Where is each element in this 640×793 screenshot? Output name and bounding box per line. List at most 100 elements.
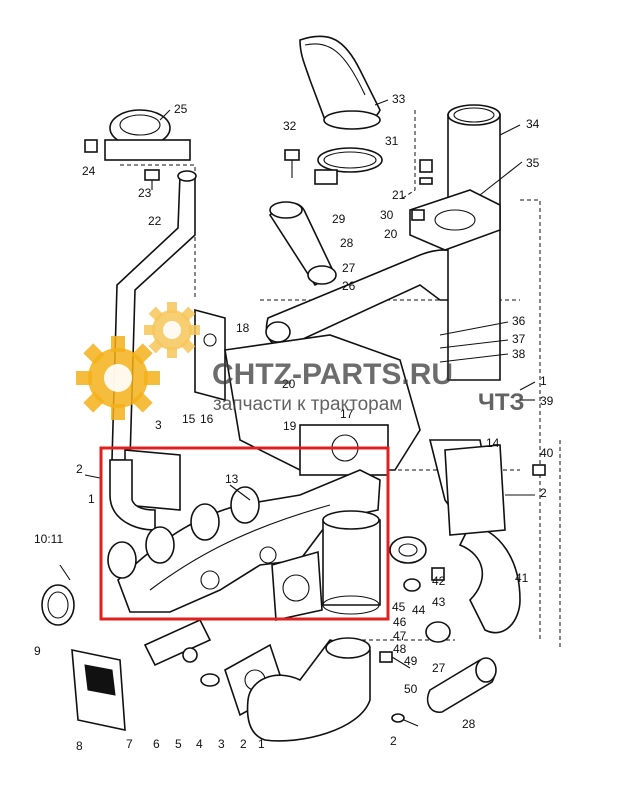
callout-31: 32 xyxy=(283,119,297,133)
gaskets-manifold xyxy=(107,486,260,579)
clamp-26-upper xyxy=(307,265,337,285)
gear-large-icon xyxy=(76,336,160,420)
callout-16: 17 xyxy=(340,407,354,421)
callout-48: 49 xyxy=(404,654,418,668)
callout-24: 25 xyxy=(174,102,188,116)
nuts-20-29 xyxy=(411,159,433,221)
callout-37: 38 xyxy=(512,347,526,361)
turbo-sleeve xyxy=(322,510,381,615)
nut-43 xyxy=(403,578,421,592)
callout-20: 21 xyxy=(392,188,406,202)
watermark-text: CHTZ-PARTS.RU запчасти к тракторам ЧТЗ xyxy=(212,358,525,416)
callout-39: 40 xyxy=(540,446,554,460)
callout-17: 18 xyxy=(236,321,250,335)
callout-49: 50 xyxy=(404,682,418,696)
bolt-49 xyxy=(379,651,411,669)
pipe-25 xyxy=(265,249,479,347)
callout-1-bottom: 1 xyxy=(258,737,265,751)
callout-labels: 33 34 25 32 31 35 24 23 21 30 29 22 20 2… xyxy=(34,92,554,753)
callout-35: 36 xyxy=(512,314,526,328)
callout-23: 24 xyxy=(82,164,96,178)
callout-36: 37 xyxy=(512,332,526,346)
bolt-39 xyxy=(532,464,546,476)
callout-4: 4 xyxy=(196,737,203,751)
watermark-brand: ЧТЗ xyxy=(478,389,525,416)
manifold-16 xyxy=(224,334,421,476)
callout-2-right: 2 xyxy=(540,486,547,500)
callout-1-right: 1 xyxy=(540,374,547,388)
callout-28: 29 xyxy=(332,212,346,226)
ring-44 xyxy=(389,536,427,564)
callout-34: 35 xyxy=(526,156,540,170)
callout-30: 31 xyxy=(385,134,399,148)
callout-18: 19 xyxy=(283,419,297,433)
callout-13: 14 xyxy=(486,436,500,450)
callout-6: 6 xyxy=(153,737,160,751)
end-plate-8 xyxy=(71,648,126,732)
exhaust-manifold-12 xyxy=(117,469,381,613)
hose-32 xyxy=(299,35,381,130)
callout-22: 23 xyxy=(138,186,152,200)
callout-42: 43 xyxy=(432,595,446,609)
callout-44: 45 xyxy=(392,600,406,614)
sleeve-27-upper xyxy=(268,201,337,287)
callout-29: 30 xyxy=(380,208,394,222)
watermark-gear-logo xyxy=(76,302,200,420)
callout-9: 9 xyxy=(34,644,41,658)
plug-6 xyxy=(182,647,198,663)
callout-38: 39 xyxy=(540,394,554,408)
callout-19-mid: 20 xyxy=(282,377,296,391)
callout-2-bottom-right: 2 xyxy=(390,734,397,748)
bolt-22 xyxy=(144,169,160,190)
leader-lines xyxy=(59,99,536,581)
callout-40: 41 xyxy=(515,571,529,585)
watermark-site: CHTZ-PARTS.RU xyxy=(212,358,453,391)
callout-32: 33 xyxy=(392,92,406,106)
callout-45: 46 xyxy=(393,615,407,629)
highlight-box xyxy=(99,446,390,621)
washer-5 xyxy=(200,673,220,687)
callout-2-left: 2 xyxy=(76,462,83,476)
callout-8: 8 xyxy=(76,739,83,753)
bracket-17 xyxy=(194,308,226,402)
pipe-40 xyxy=(458,524,521,634)
callout-27-upper: 28 xyxy=(340,236,354,250)
washer-50 xyxy=(391,713,419,727)
callout-43: 44 xyxy=(412,603,426,617)
callout-12: 13 xyxy=(225,472,239,486)
nut-41 xyxy=(431,567,445,581)
flange-2-right xyxy=(444,444,506,536)
callout-1-left: 1 xyxy=(88,492,95,506)
flange-34 xyxy=(409,189,501,251)
callout-5: 5 xyxy=(175,737,182,751)
callout-25: 26 xyxy=(342,279,356,293)
elbow-left xyxy=(109,459,156,531)
clamp-30 xyxy=(314,147,383,185)
callout-3: 3 xyxy=(155,418,162,432)
callout-26-lower: 27 xyxy=(432,661,446,675)
callout-46: 47 xyxy=(393,629,407,643)
nut-23 xyxy=(84,139,98,153)
cap-24 xyxy=(104,109,191,161)
callout-41: 42 xyxy=(432,574,446,588)
outlet-elbow xyxy=(246,637,371,742)
callout-21: 22 xyxy=(148,214,162,228)
callout-10-11: 10:11 xyxy=(34,532,63,546)
callout-27-lower: 28 xyxy=(462,717,476,731)
sleeve-27-lower xyxy=(426,657,497,713)
ring-9 xyxy=(41,584,75,626)
flange-square xyxy=(271,550,323,621)
cover-7 xyxy=(143,618,212,667)
callout-2-bottom: 2 xyxy=(240,737,247,751)
callout-33: 34 xyxy=(526,117,540,131)
callout-7: 7 xyxy=(126,737,133,751)
gear-small-icon xyxy=(144,302,200,358)
callout-3-bottom: 3 xyxy=(218,737,225,751)
callout-26-upper: 27 xyxy=(342,261,356,275)
bolt-31 xyxy=(284,149,300,178)
clamp-26-lower xyxy=(425,621,451,643)
watermark-tagline: запчасти к тракторам xyxy=(213,394,402,415)
callout-47: 48 xyxy=(393,642,407,656)
callout-14: 15 xyxy=(182,412,196,426)
